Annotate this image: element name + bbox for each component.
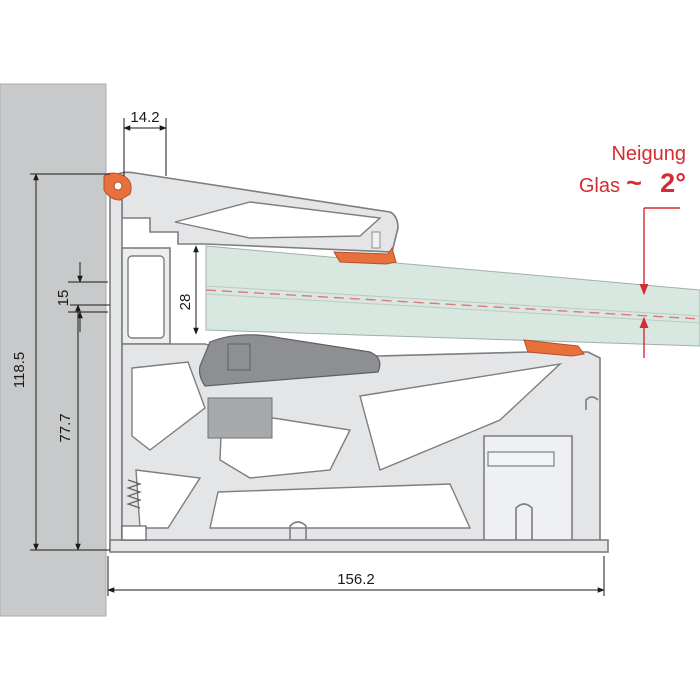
incline-annotation bbox=[639, 207, 680, 358]
clamp-block bbox=[207, 397, 273, 439]
base-hooks bbox=[289, 396, 599, 540]
dim-15-label: 15 bbox=[55, 290, 72, 307]
glass-panel bbox=[205, 245, 700, 347]
dim-156-2 bbox=[107, 556, 605, 596]
dim-15 bbox=[68, 262, 108, 332]
incline-label-value: 2° bbox=[660, 168, 686, 198]
incline-label-line1: Neigung bbox=[611, 143, 686, 165]
dim-118-5 bbox=[30, 173, 110, 551]
orange-seals bbox=[103, 172, 585, 357]
glass-clamp bbox=[198, 334, 381, 439]
incline-label-symbol: ~ bbox=[626, 168, 642, 198]
dim-156-2-label: 156.2 bbox=[337, 571, 375, 588]
dim-14-2 bbox=[123, 118, 167, 176]
spring-detail bbox=[121, 479, 147, 541]
glazing-channel bbox=[487, 451, 555, 467]
wall-block bbox=[0, 83, 107, 617]
dim-118-5-label: 118.5 bbox=[11, 352, 28, 388]
profile-cutouts bbox=[127, 201, 563, 529]
dim-77-7-label: 77.7 bbox=[57, 413, 74, 442]
dim-28-label: 28 bbox=[177, 294, 194, 311]
dim-14-2-label: 14.2 bbox=[130, 109, 159, 126]
dim-77-7 bbox=[70, 304, 110, 551]
upper-seal bbox=[333, 246, 397, 265]
incline-label-prefix: Glas bbox=[579, 175, 620, 197]
lower-seal bbox=[523, 339, 585, 357]
glass-interlayer-line bbox=[205, 289, 700, 320]
